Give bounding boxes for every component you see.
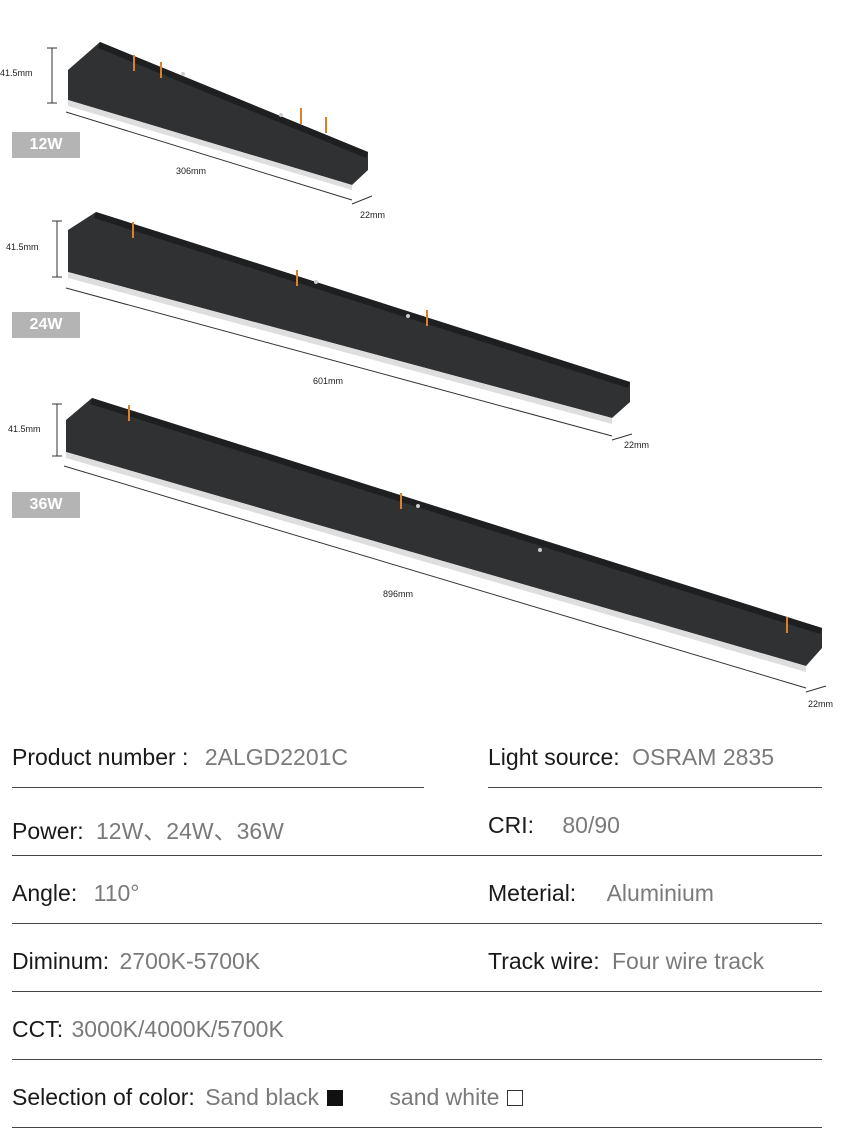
- spec-angle: Angle: 110°: [12, 880, 139, 907]
- light-bar-24w: [52, 212, 633, 441]
- spec-track-wire: Track wire: Four wire track: [488, 948, 764, 975]
- divider: [12, 1127, 822, 1128]
- spec-cct: CCT: 3000K/4000K/5700K: [12, 1016, 284, 1043]
- spec-label: Selection of color:: [12, 1084, 195, 1110]
- spec-label: Meterial:: [488, 880, 577, 906]
- spec-label: Angle:: [12, 880, 78, 906]
- spec-label: CCT:: [12, 1016, 64, 1042]
- spec-label: Power:: [12, 818, 84, 844]
- badge-36w: 36W: [12, 492, 80, 518]
- height-label-36w: 41.5mm: [8, 424, 41, 434]
- color-swatch-white: [507, 1090, 524, 1106]
- divider: [12, 1059, 822, 1060]
- light-bar-36w: [52, 398, 827, 693]
- color-option-white: sand white: [389, 1084, 500, 1110]
- spec-product-number: Product number : 2ALGD2201C: [12, 744, 348, 771]
- divider: [12, 923, 822, 924]
- light-bar-12w: [47, 42, 373, 205]
- height-label-24w: 41.5mm: [6, 242, 39, 252]
- spec-value: OSRAM 2835: [632, 744, 774, 770]
- color-swatch-black: [327, 1090, 344, 1106]
- spec-value: 2700K-5700K: [119, 948, 261, 974]
- spec-value: 80/90: [562, 812, 620, 838]
- height-label-12w: 41.5mm: [0, 68, 33, 78]
- spec-light-source: Light source: OSRAM 2835: [488, 744, 774, 771]
- spec-label: Product number :: [12, 744, 189, 770]
- badge-12w: 12W: [12, 132, 80, 158]
- spec-row-5: CCT: 3000K/4000K/5700K: [12, 992, 822, 1060]
- spec-row-4: Diminum: 2700K-5700K Track wire: Four wi…: [12, 924, 822, 992]
- spec-row-3: Angle: 110° Meterial: Aluminium: [12, 856, 822, 924]
- width-label-12w: 22mm: [360, 210, 386, 220]
- color-option-black: Sand black: [205, 1084, 320, 1110]
- divider: [488, 787, 822, 788]
- spec-value: Four wire track: [612, 948, 765, 974]
- length-label-12w: 306mm: [176, 166, 207, 176]
- spec-label: CRI:: [488, 812, 534, 838]
- spec-diminum: Diminum: 2700K-5700K: [12, 948, 260, 975]
- spec-color: Selection of color: Sand black sand whit…: [12, 1084, 524, 1111]
- spec-row-1: Product number : 2ALGD2201C Light source…: [12, 720, 822, 788]
- product-drawing: [47, 42, 827, 693]
- spec-label: Light source:: [488, 744, 620, 770]
- divider: [12, 991, 822, 992]
- spec-row-2: Power: 12W、24W、36W CRI: 80/90: [12, 788, 822, 856]
- spec-material: Meterial: Aluminium: [488, 880, 714, 907]
- spec-value: 12W、24W、36W: [95, 818, 284, 844]
- spec-value: 2ALGD2201C: [204, 744, 349, 770]
- divider: [12, 787, 424, 788]
- width-label-36w: 22mm: [808, 699, 834, 709]
- divider: [12, 855, 822, 856]
- spec-label: Track wire:: [488, 948, 600, 974]
- spec-value: Aluminium: [606, 880, 714, 906]
- spec-row-6: Selection of color: Sand black sand whit…: [12, 1060, 822, 1128]
- spec-cri: CRI: 80/90: [488, 812, 620, 839]
- width-label-24w: 22mm: [624, 440, 650, 450]
- badge-24w: 24W: [12, 312, 80, 338]
- spec-value: 110°: [93, 880, 140, 906]
- length-label-36w: 896mm: [383, 589, 414, 599]
- spec-value: 3000K/4000K/5700K: [71, 1016, 284, 1042]
- spec-power: Power: 12W、24W、36W: [12, 812, 284, 846]
- spec-label: Diminum:: [12, 948, 110, 974]
- length-label-24w: 601mm: [313, 376, 344, 386]
